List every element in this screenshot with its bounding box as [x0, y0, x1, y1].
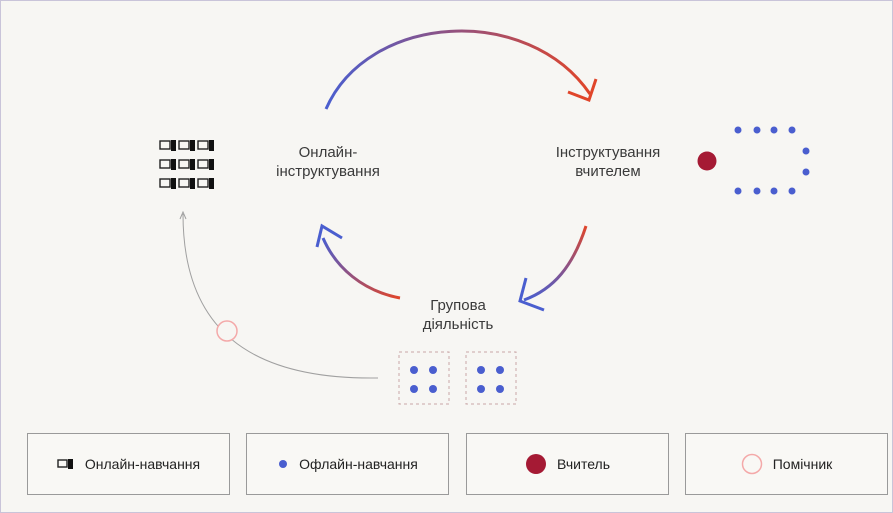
legend-assistant-label: Помічник	[772, 456, 833, 472]
legend-online: Онлайн-навчання	[27, 433, 230, 495]
arrow-teacher-to-group	[523, 225, 588, 302]
assistant-circle-icon	[741, 453, 762, 475]
legend-offline-label: Офлайн-навчання	[299, 456, 418, 472]
teacher-dot-icon	[697, 151, 717, 171]
blue-dot-icon	[279, 460, 288, 468]
arrow-online-to-teacher	[324, 29, 592, 110]
assistant-circle-icon	[216, 320, 238, 342]
laptop-grid-bars	[171, 140, 214, 189]
group-box-1	[398, 351, 450, 405]
arrowhead-left-icon	[315, 223, 343, 248]
arrow-group-to-online	[321, 237, 401, 300]
student-dots	[734, 126, 810, 195]
laptop-icon	[57, 459, 73, 469]
stage-teacher-label: Інструктування вчителем	[555, 144, 661, 180]
legend-teacher-label: Вчитель	[556, 456, 611, 472]
legend-teacher: Вчитель	[466, 433, 669, 495]
group-box-2	[465, 351, 517, 405]
cycle-diagram	[159, 29, 810, 405]
laptop-grid-icon	[159, 140, 209, 188]
legend-online-label: Онлайн-навчання	[84, 456, 201, 472]
stage-online-label: Онлайн- інструктування	[276, 144, 380, 180]
arrowhead-right-icon	[518, 277, 545, 312]
teacher-dot-icon	[525, 454, 546, 474]
arrowhead-top-icon	[567, 78, 598, 102]
legend-offline: Офлайн-навчання	[246, 433, 449, 495]
legend-assistant: Помічник	[685, 433, 888, 495]
assistant-loop-arrowhead-icon	[179, 210, 187, 220]
diagram-canvas: Онлайн- інструктування Інструктування вч…	[8, 8, 884, 420]
assistant-loop-line	[182, 213, 379, 379]
stage-group-label: Групова діяльність	[422, 297, 494, 333]
